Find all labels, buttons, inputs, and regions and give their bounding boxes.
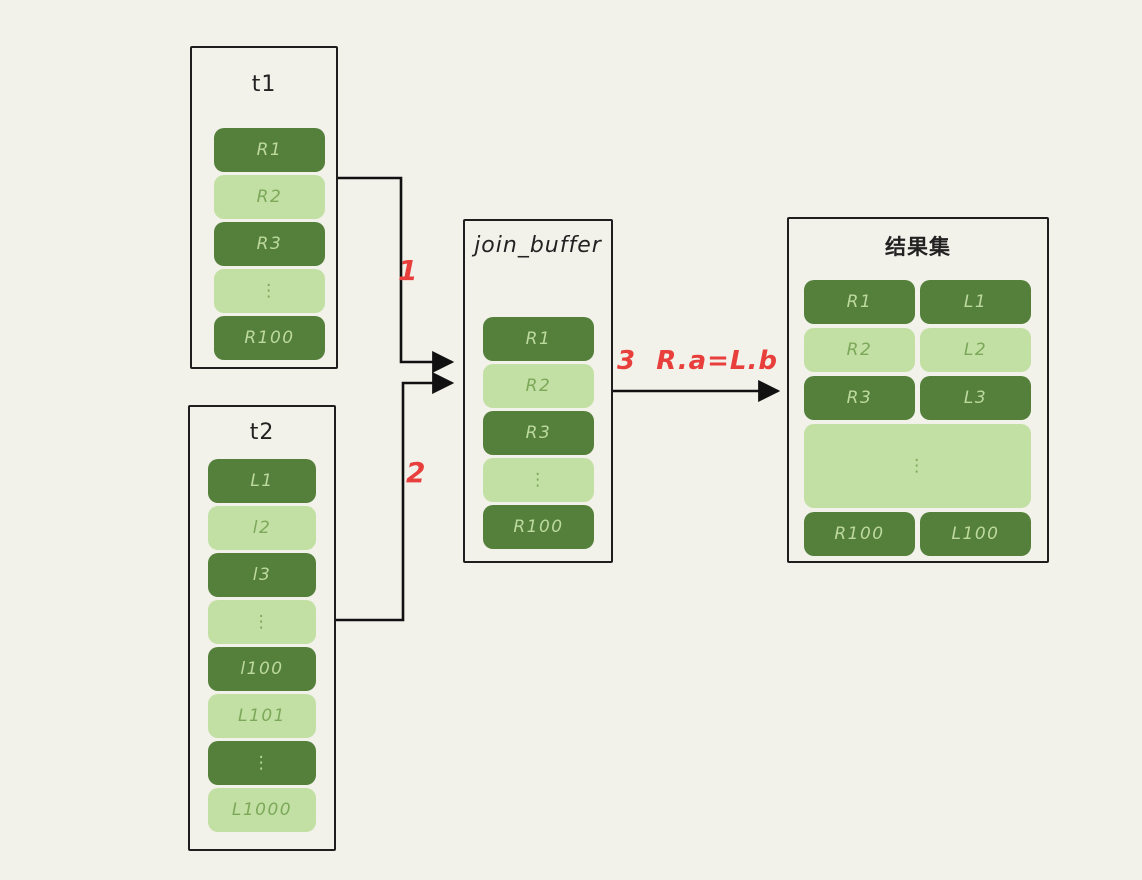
table-row: L1 [208,459,316,503]
table-row: R3 [483,411,594,455]
table-row: ⋮ [208,741,316,785]
row-cell: R3 [214,222,325,266]
row-cell: ⋮ [208,741,316,785]
table-row: R100 [483,505,594,549]
row-cell: L2 [920,328,1031,372]
table-row: R1 [483,317,594,361]
table-row: ⋮ [214,269,325,313]
table-row: L1000 [208,788,316,832]
table-row: L101 [208,694,316,738]
row-cell: l3 [208,553,316,597]
row-cell: R100 [214,316,325,360]
row-cell: L1 [208,459,316,503]
arrow-t2-to-join-buffer [336,371,455,622]
table-row: R3 [214,222,325,266]
row-cell: R3 [483,411,594,455]
table-row: ⋮ [208,600,316,644]
row-cell: l100 [208,647,316,691]
row-cell: R1 [483,317,594,361]
table-row: l2 [208,506,316,550]
row-cell: R100 [483,505,594,549]
row-cell: ⋮ [483,458,594,502]
table-t2-title: t2 [249,420,275,445]
row-cell: L101 [208,694,316,738]
step-3-condition-label: 3 R.a=L.b [617,346,778,376]
row-cell: L1 [920,280,1031,324]
row-cell: R1 [804,280,915,324]
table-row: R2 [483,364,594,408]
arrow-t1-to-join-buffer [338,176,455,374]
table-row: l3 [208,553,316,597]
table-row: R2 [214,175,325,219]
table-row: R100 [214,316,325,360]
row-cell: ⋮ [208,600,316,644]
table-row: l100 [208,647,316,691]
table-t1-title: t1 [251,72,277,97]
table-row: ⋮ [483,458,594,502]
row-cell: L1000 [208,788,316,832]
row-cell: L100 [920,512,1031,556]
table-row: R1 [214,128,325,172]
row-cell: R2 [804,328,915,372]
row-cell: R100 [804,512,915,556]
row-cell: R2 [483,364,594,408]
row-cell: R2 [214,175,325,219]
row-cell: L3 [920,376,1031,420]
row-cell: R3 [804,376,915,420]
table-row: ⋮ [804,424,1031,508]
row-cell: l2 [208,506,316,550]
row-cell: ⋮ [804,424,1031,508]
step-1-label: 1 [398,254,418,287]
join-buffer-title: join_buffer [474,233,602,258]
row-cell: ⋮ [214,269,325,313]
row-cell: R1 [214,128,325,172]
step-2-label: 2 [406,456,426,489]
result-set-title: 结果集 [885,235,951,259]
